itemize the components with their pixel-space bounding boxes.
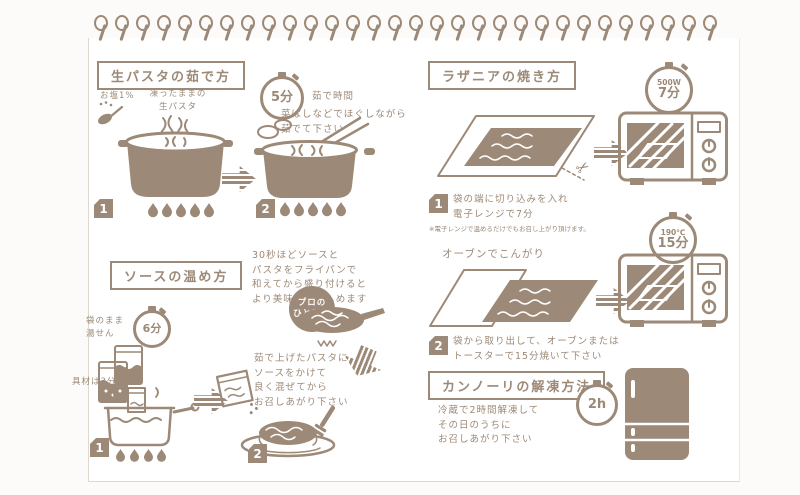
spiral-ring-icon <box>367 15 381 47</box>
timer-value: 5分 <box>270 89 294 105</box>
spiral-ring-icon <box>493 15 507 47</box>
saucepan-bain-marie-icon <box>103 387 200 462</box>
spiral-ring-icon <box>136 15 150 47</box>
timer-value: 6分 <box>142 321 162 335</box>
lasagna-step1-line1: 袋の端に切り込みを入れ <box>453 194 569 205</box>
lasagna-step1-text: 袋の端に切り込みを入れ 電子レンジで7分 <box>453 193 569 222</box>
sauce-serve-line3: 良く混ぜてから <box>254 382 328 394</box>
cannoli-note: 冷蔵で2時間解凍して その日のうちに お召しあがり下さい <box>438 404 539 448</box>
cannoli-note-line1: 冷蔵で2時間解凍して <box>438 405 540 416</box>
spiral-ring-icon <box>199 15 213 47</box>
timer-watt: 500W <box>657 77 681 87</box>
sauce-tip-line3: 和えてから盛り付けると <box>252 279 368 291</box>
spiral-ring-icon <box>409 15 423 47</box>
spiral-ring-icon <box>577 15 591 47</box>
spiral-ring-icon <box>346 15 360 47</box>
spiral-ring-icon <box>115 15 129 47</box>
refrigerator-icon <box>623 368 691 460</box>
pro-tip-line1: プロの <box>297 297 327 308</box>
sauce-serve-line2: ソースをかけて <box>254 367 328 379</box>
spiral-ring-icon <box>262 15 276 47</box>
timer-6min-icon: 6分 <box>133 306 171 348</box>
salt-label: お塩1% <box>100 91 135 101</box>
spiral-ring-icon <box>451 15 465 47</box>
timer-2h-icon: 2h <box>576 380 618 426</box>
lasagna-bag-tray-icon <box>437 115 595 181</box>
frying-pan-icon <box>300 307 385 347</box>
spiral-ring-icon <box>472 15 486 47</box>
spiral-ring-icon <box>598 15 612 47</box>
spiral-ring-icon <box>325 15 339 47</box>
lasagna-step2-line2: トースターで15分焼いて下さい <box>453 350 603 362</box>
timer-500w-7min-icon: 500W 7分 <box>645 62 693 114</box>
spiral-ring-icon <box>661 15 675 47</box>
pouring-packet-icon <box>215 369 258 415</box>
spiral-ring-icon <box>619 15 633 47</box>
bag-label: 袋のまま 湯せん <box>86 315 124 341</box>
oven-crisp-label: オーブンでこんがり <box>442 248 545 260</box>
timer-value: 2h <box>587 396 607 412</box>
sauce-tip-line1: 30秒ほどソースと <box>252 250 340 261</box>
sauce-serve-text: 茹で上げたパスタに ソースをかけて 良く混ぜてから お召しあがり下さい <box>254 352 349 411</box>
spiral-rings <box>94 15 717 47</box>
boil-note-line1: 菜ばしなどでほぐしながら <box>281 109 407 120</box>
section-title-sauce: ソースの温め方 <box>110 261 243 290</box>
step-badge: 1 <box>429 194 448 213</box>
section-title-lasagna: ラザニアの焼き方 <box>428 61 577 90</box>
spiral-ring-icon <box>682 15 696 47</box>
lasagna-step1-line2: 電子レンジで7分 <box>453 208 534 220</box>
spiral-ring-icon <box>304 15 318 47</box>
sauce-packets-icon <box>98 345 143 403</box>
oven-icon <box>618 253 728 327</box>
cannoli-note-line3: お召しあがり下さい <box>438 434 533 446</box>
spiral-ring-icon <box>283 15 297 47</box>
ingredients-label: 具材は3分 <box>72 377 117 387</box>
spiral-ring-icon <box>535 15 549 47</box>
cannoli-note-line2: その日のうちに <box>438 419 512 431</box>
spiral-ring-icon <box>556 15 570 47</box>
spiral-ring-icon <box>220 15 234 47</box>
step-badge: 1 <box>90 438 109 457</box>
spiral-ring-icon <box>157 15 171 47</box>
spiral-ring-icon <box>640 15 654 47</box>
spiral-ring-icon <box>241 15 255 47</box>
lasagna-step2-text: 袋から取り出して、オーブンまたは トースターで15分焼いて下さい <box>453 335 620 364</box>
spiral-ring-icon <box>703 15 717 47</box>
microwave-icon <box>618 111 728 185</box>
step-badge: 1 <box>94 199 113 218</box>
timer-temp: 190℃ <box>660 227 686 237</box>
lasagna-step2-line1: 袋から取り出して、オーブンまたは <box>453 336 620 347</box>
step-badge: 2 <box>429 336 448 355</box>
section-title-boil: 生パスタの茹で方 <box>97 61 246 90</box>
boil-note: 菜ばしなどでほぐしながら 茹でて下さい <box>281 108 407 137</box>
pasta-label-line1: 凍ったままの <box>149 89 207 99</box>
step-badge: 2 <box>256 199 275 218</box>
spiral-ring-icon <box>388 15 402 47</box>
sauce-tip-line2: パスタをフライパンで <box>252 264 358 276</box>
sauce-serve-line1: 茹で上げたパスタに <box>254 353 349 364</box>
step-badge: 2 <box>248 444 267 463</box>
boil-note-line2: 茹でて下さい <box>281 123 345 135</box>
pasta-label: 凍ったままの 生パスタ <box>130 88 226 114</box>
sauce-serve-line4: お召しあがり下さい <box>254 397 349 409</box>
timer-5min-icon: 5分 <box>260 72 304 120</box>
bag-label-line2: 湯せん <box>86 329 115 340</box>
spiral-ring-icon <box>178 15 192 47</box>
boil-timer-label: 茹で時間 <box>312 91 355 102</box>
timer-value: 7分 <box>657 85 681 101</box>
timer-value: 15分 <box>657 235 689 251</box>
section-title-cannoli: カンノーリの解凍方法 <box>428 371 606 400</box>
pot-boiling-pasta-icon <box>118 115 233 218</box>
spiral-ring-icon <box>514 15 528 47</box>
pot-chopsticks-icon <box>254 116 375 217</box>
spiral-ring-icon <box>94 15 108 47</box>
pasta-label-line2: 生パスタ <box>158 102 197 113</box>
salt-spoon-icon <box>98 101 124 125</box>
lasagna-step1-note: ※電子レンジで温めるだけでもお召し上がり頂けます。 <box>429 225 590 233</box>
bag-label-line1: 袋のまま <box>86 316 125 326</box>
spiral-ring-icon <box>430 15 444 47</box>
lasagna-tray-out-of-bag-icon <box>429 269 598 327</box>
